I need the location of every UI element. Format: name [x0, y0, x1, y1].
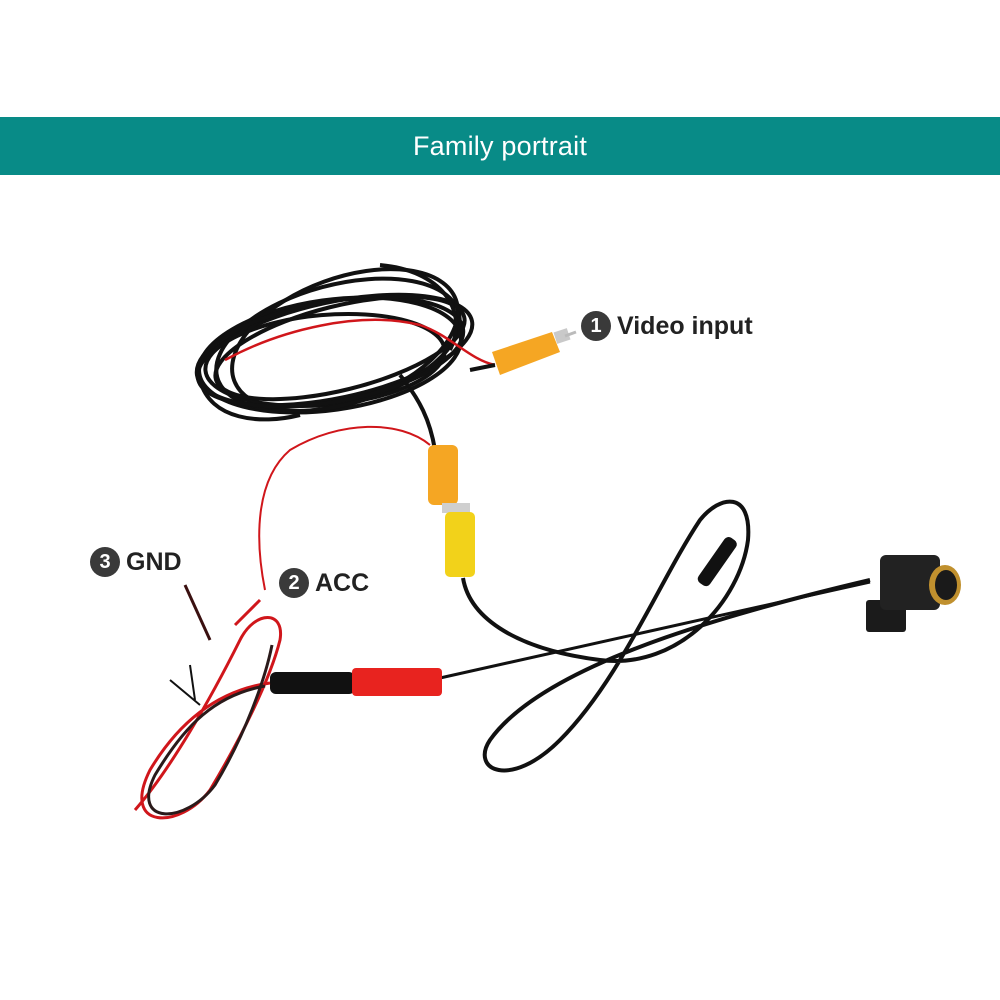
coiled-cable	[194, 263, 475, 422]
badge-3: 3	[90, 547, 120, 577]
camera-cable	[461, 499, 871, 773]
label-acc-text: ACC	[315, 568, 370, 597]
power-connector	[270, 580, 871, 696]
badge-1: 1	[581, 311, 611, 341]
video-cable	[398, 373, 437, 451]
rca-female-connector	[428, 445, 475, 577]
camera	[866, 555, 961, 632]
banner-title: Family portrait	[412, 130, 588, 161]
red-wire-coil	[224, 318, 496, 367]
title-banner: Family portrait	[0, 117, 1000, 175]
badge-2: 2	[279, 568, 309, 598]
label-video-input-text: Video input	[617, 311, 753, 340]
power-lead	[133, 584, 282, 820]
rca-male-connector	[469, 328, 577, 375]
label-gnd-text: GND	[126, 547, 182, 576]
cable-splitter	[697, 537, 737, 587]
label-acc: 2 ACC	[279, 568, 369, 598]
label-video-input: 1 Video input	[581, 311, 753, 341]
label-gnd: 3 GND	[90, 547, 182, 577]
acc-wire	[258, 425, 431, 591]
